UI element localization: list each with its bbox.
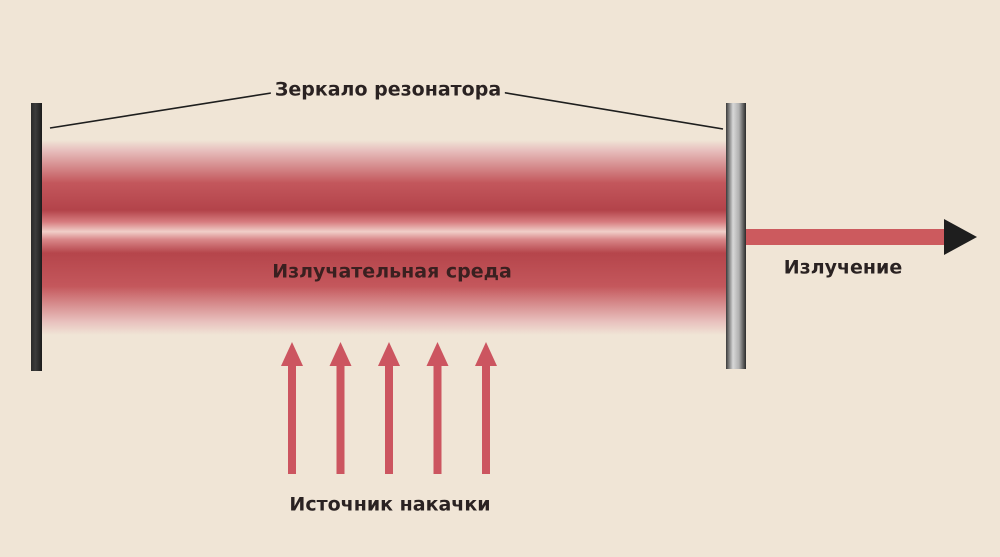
- right-mirror: [726, 103, 746, 369]
- left-mirror: [31, 103, 42, 371]
- radiation-label: Излучение: [783, 256, 903, 279]
- pump-arrows: [281, 342, 497, 474]
- pump-source-label: Источник накачки: [289, 493, 491, 516]
- pump-arrow: [281, 342, 303, 474]
- active-medium-beam: [42, 140, 726, 335]
- pump-arrow: [475, 342, 497, 474]
- mirror-leader-right: [493, 90, 724, 130]
- active-medium-label: Излучательная среда: [272, 260, 512, 283]
- pump-arrow: [426, 342, 449, 474]
- resonator-mirror-label: Зеркало резонатора: [270, 80, 506, 100]
- pump-arrow: [378, 342, 400, 474]
- pump-arrow: [329, 342, 352, 474]
- mirror-leader-left: [49, 90, 285, 129]
- output-radiation-arrow: [738, 219, 977, 255]
